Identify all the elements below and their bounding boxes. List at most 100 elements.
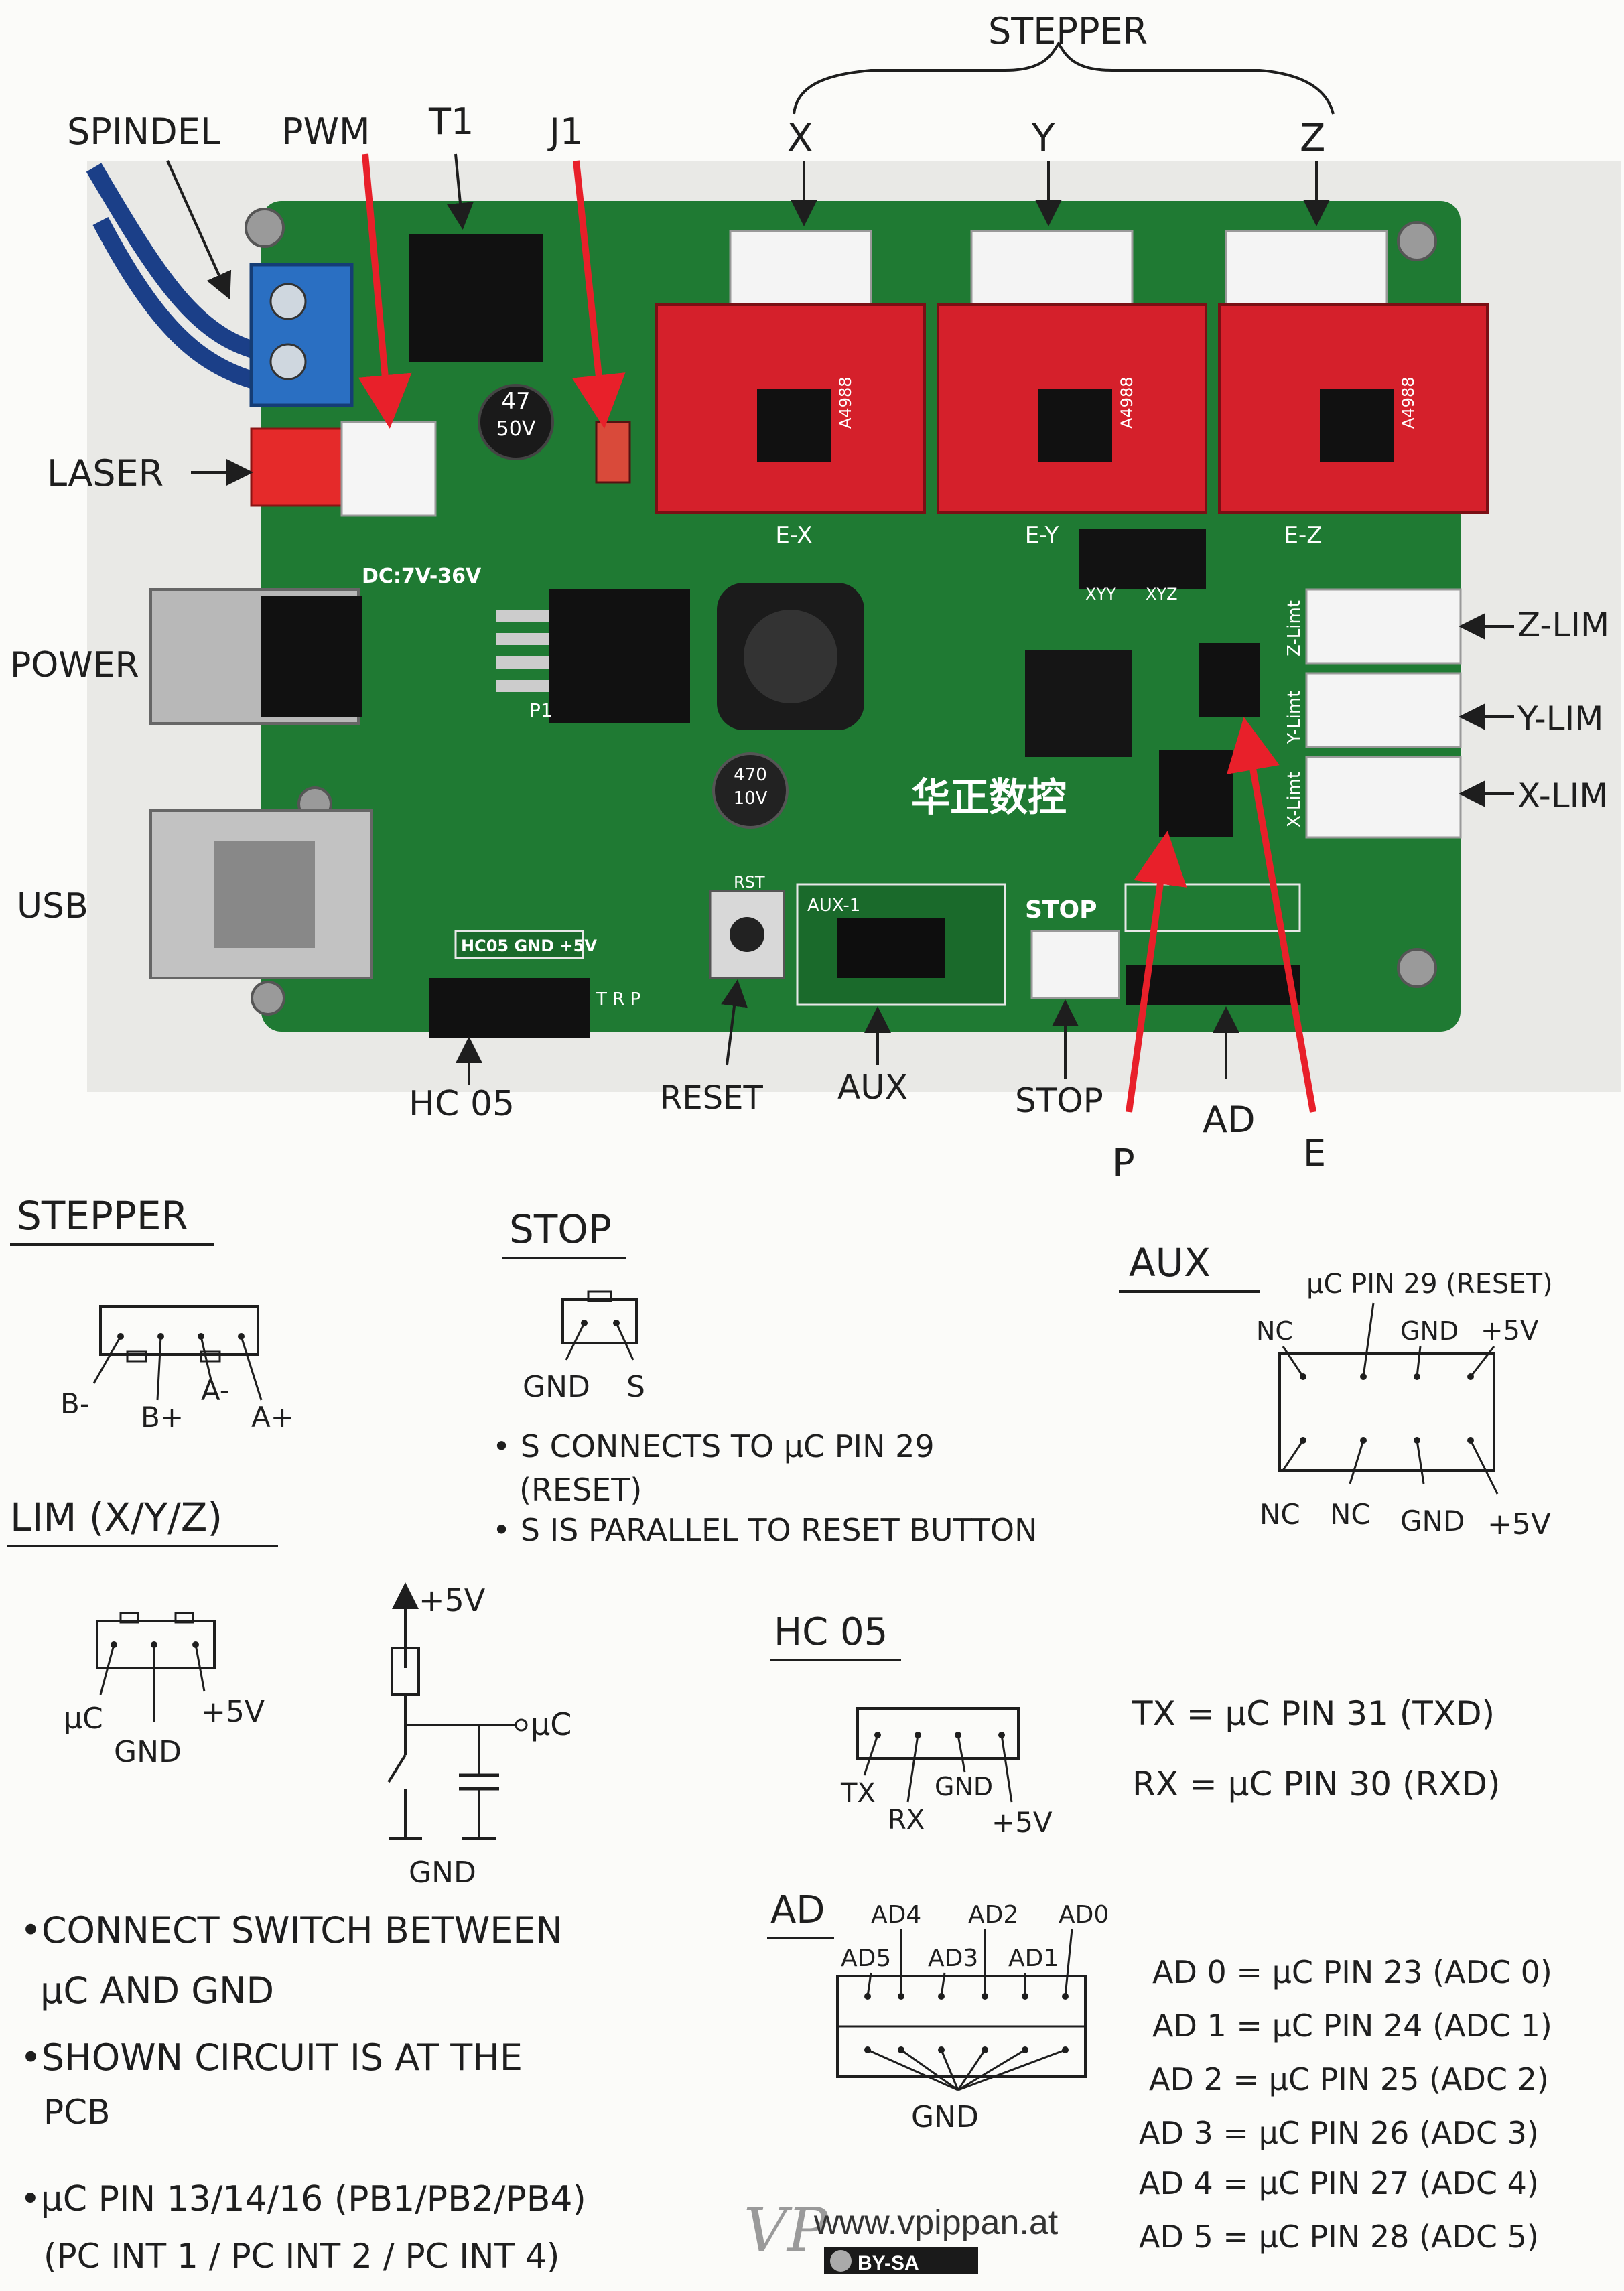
ez-silk: E-Z — [1284, 522, 1322, 549]
xyy-silk: XYY — [1085, 585, 1116, 604]
xlimt-silk: X-Limt — [1284, 772, 1304, 827]
callout-pwm: PWM — [281, 111, 370, 153]
callout-z: Z — [1300, 117, 1325, 160]
callout-stop: STOP — [1015, 1081, 1103, 1120]
stepper-pin-3: A- — [201, 1374, 230, 1407]
callout-usb: USB — [17, 886, 88, 926]
hc05-pin-rx: RX — [888, 1805, 925, 1835]
notes-stop: STOP GND S • S CONNECTS TO μC PIN 29 (RE… — [492, 1206, 1038, 1548]
switch-note-2: μC AND GND — [40, 1969, 274, 2012]
callout-p: P — [1112, 1141, 1135, 1185]
switch-note-5: •μC PIN 13/14/16 (PB1/PB2/PB4) — [20, 2179, 586, 2219]
switch-note-6: (PC INT 1 / PC INT 2 / PC INT 4) — [44, 2237, 559, 2276]
aux-top-1: NC — [1256, 1316, 1293, 1346]
hc05-silk: HC05 GND +5V — [461, 936, 597, 955]
callout-y: Y — [1031, 117, 1055, 160]
driver-z-chip: A4988 — [1399, 377, 1418, 429]
trp-silk: T R P — [596, 989, 640, 1010]
xyz-silk: XYZ — [1146, 585, 1178, 604]
ad-map-4: AD 4 = μC PIN 27 (ADC 4) — [1139, 2165, 1539, 2201]
ex-silk: E-X — [775, 522, 812, 549]
notes-hc05: HC 05 TX RX GND +5V TX = μC PIN 31 (TXD)… — [770, 1610, 1501, 1839]
lim-title: LIM (X/Y/Z) — [10, 1495, 222, 1540]
hc05-pin-tx: TX — [840, 1778, 876, 1809]
dc-input-silk: DC:7V-36V — [362, 565, 482, 588]
capacitor-470uf: 470 10V — [712, 752, 789, 829]
notes-ad: AD AD4 AD2 AD0 AD5 AD3 AD1 GND AD 0 = μC… — [767, 1888, 1552, 2255]
stop-note-3: • S IS PARALLEL TO RESET BUTTON — [492, 1512, 1038, 1548]
aux-top-3: GND — [1400, 1316, 1459, 1346]
hc05-rx-note: RX = μC PIN 30 (RXD) — [1132, 1764, 1501, 1803]
driver-x-chip: A4988 — [836, 377, 855, 429]
capacitor-47uf: 47 50V — [478, 384, 554, 460]
stop-pin-s: S — [626, 1370, 645, 1404]
callout-stepper: STEPPER — [988, 10, 1148, 52]
zlimt-silk: Z-Limt — [1284, 600, 1304, 656]
cap-470-label: 470 — [734, 765, 767, 785]
cap-50v-label: 50V — [496, 417, 536, 441]
ad-map-3: AD 3 = μC PIN 26 (ADC 3) — [1139, 2115, 1539, 2151]
cap-47-label: 47 — [501, 388, 530, 415]
footer: VP www.vpippan.at BY-SA — [744, 2195, 1059, 2274]
stop-note-2: (RESET) — [519, 1472, 642, 1508]
callout-power: POWER — [10, 645, 139, 685]
driver-y: A4988 — [937, 303, 1207, 514]
callout-y-lim: Y-LIM — [1517, 699, 1603, 738]
hc05-pin-gnd: GND — [935, 1772, 993, 1801]
lim-pin-5v: +5V — [201, 1695, 265, 1729]
aux-title: AUX — [1129, 1240, 1211, 1286]
callout-j1: J1 — [547, 111, 583, 153]
driver-x: A4988 — [655, 303, 926, 514]
stepper-pin-4: A+ — [251, 1401, 294, 1434]
stop-note-1: • S CONNECTS TO μC PIN 29 — [492, 1428, 935, 1464]
stop-silk: STOP — [1025, 896, 1097, 924]
notes-aux: AUX NC μC PIN 29 (RESET) GND +5V NC NC G… — [1119, 1240, 1553, 1541]
ad-title: AD — [770, 1888, 825, 1932]
ad-bottom-3: AD1 — [1008, 1945, 1059, 1972]
hc05-pin-5v: +5V — [992, 1806, 1053, 1839]
callout-hc05: HC 05 — [409, 1084, 515, 1124]
notes-lim: LIM (X/Y/Z) μC GND +5V — [7, 1495, 278, 1769]
aux-bottom-4: +5V — [1487, 1507, 1551, 1541]
ey-silk: E-Y — [1025, 522, 1059, 549]
stop-pin-gnd: GND — [523, 1370, 590, 1404]
stepper-pin-2: B+ — [141, 1401, 184, 1434]
website-text: www.vpippan.at — [813, 2203, 1059, 2242]
signature-mark: VP — [744, 2195, 829, 2266]
callout-reset: RESET — [660, 1079, 763, 1117]
hc05-tx-note: TX = μC PIN 31 (TXD) — [1132, 1694, 1495, 1733]
callout-e: E — [1303, 1132, 1326, 1174]
switch-note-4: PCB — [44, 2093, 110, 2132]
ad-map-1: AD 1 = μC PIN 24 (ADC 1) — [1152, 2008, 1552, 2044]
chinese-silk: 华正数控 — [911, 774, 1067, 820]
rst-silk: RST — [734, 873, 765, 892]
ad-top-1: AD4 — [871, 1901, 921, 1929]
aux-bottom-2: NC — [1330, 1498, 1371, 1531]
circuit-vcc: +5V — [419, 1582, 486, 1618]
lim-pin-uc: μC — [64, 1702, 103, 1736]
aux1-silk: AUX-1 — [807, 896, 860, 916]
circuit-gnd: GND — [409, 1856, 476, 1890]
callout-aux: AUX — [837, 1068, 908, 1107]
callout-x: X — [787, 117, 813, 160]
lim-circuit: +5V μC GND — [387, 1582, 571, 1890]
circuit-out: μC — [531, 1706, 571, 1742]
aux-bottom-1: NC — [1260, 1498, 1300, 1531]
hc05-title: HC 05 — [774, 1610, 888, 1654]
board-photo: 47 50V DC:7V-36V P1 470 10V — [86, 161, 1621, 1092]
callout-spindel: SPINDEL — [67, 111, 220, 153]
ad-bottom-1: AD5 — [841, 1945, 891, 1972]
ad-top-2: AD2 — [968, 1901, 1018, 1929]
aux-top-4: +5V — [1481, 1316, 1539, 1346]
cap-10v-label: 10V — [734, 788, 768, 809]
switch-note-3: •SHOWN CIRCUIT IS AT THE — [20, 2036, 523, 2079]
lim-pin-gnd: GND — [114, 1735, 182, 1769]
photo-callouts: STEPPER X Y Z SPINDEL PWM T1 J1 LASER PO… — [10, 10, 1609, 1185]
ad-map-5: AD 5 = μC PIN 28 (ADC 5) — [1139, 2219, 1539, 2255]
callout-ad: AD — [1203, 1099, 1256, 1141]
ad-gnd: GND — [911, 2100, 979, 2134]
ad-map-2: AD 2 = μC PIN 25 (ADC 2) — [1149, 2061, 1549, 2097]
callout-t1: T1 — [428, 100, 474, 143]
